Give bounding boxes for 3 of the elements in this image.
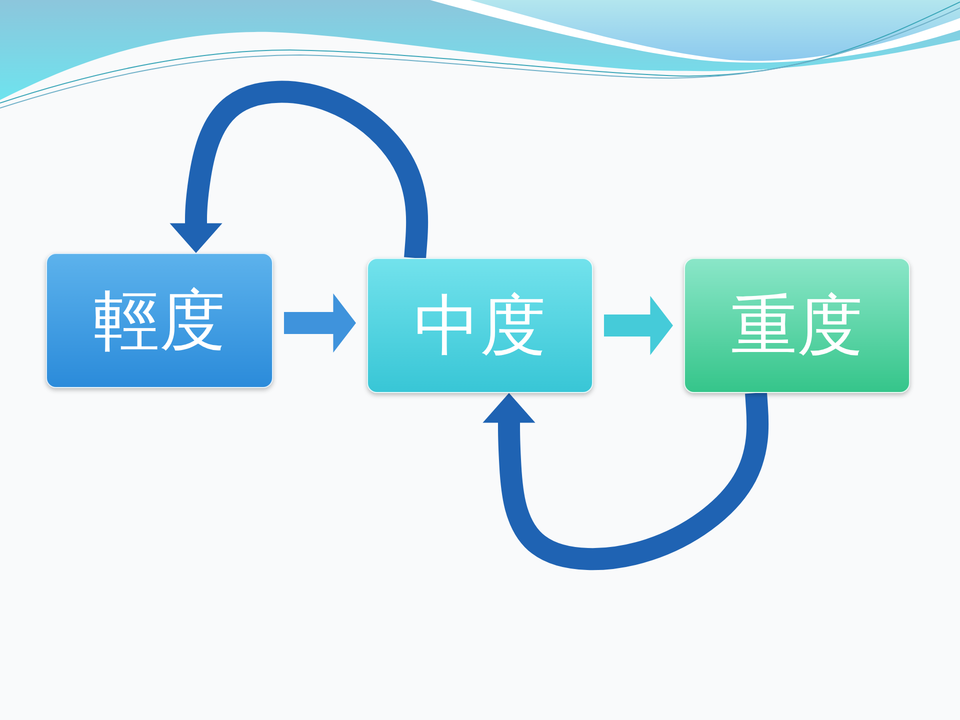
stage-box: 重度 bbox=[684, 258, 910, 393]
stage-box: 輕度 bbox=[46, 253, 273, 388]
stage-box: 中度 bbox=[367, 258, 593, 393]
